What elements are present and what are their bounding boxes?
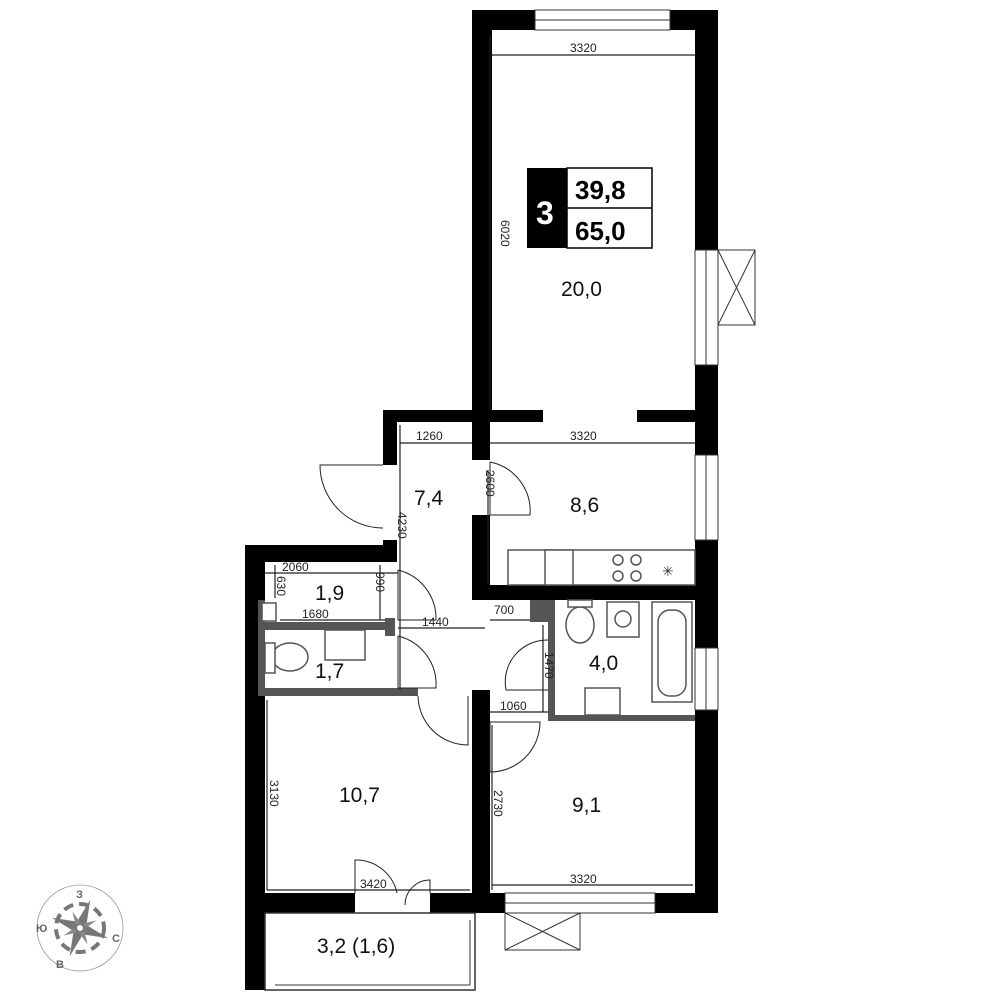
windows — [264, 9, 756, 991]
room-area-bedroom-right: 9,1 — [572, 794, 601, 817]
room-area-kitchen: 8,6 — [570, 494, 599, 517]
dim-corridor: 1440 — [422, 615, 449, 629]
dim-bath-entry: 700 — [494, 603, 514, 617]
dim-hall-width: 1260 — [416, 429, 443, 443]
apartment-badge: 3 39,8 65,0 — [527, 167, 653, 249]
room-count: 3 — [536, 195, 554, 231]
room-area-storage: 1,9 — [315, 582, 344, 605]
compass-east: В — [56, 959, 64, 971]
dimension-lines — [265, 35, 695, 891]
dimension-labels: 3320 6020 3320 2600 1260 4230 2060 630 1… — [267, 41, 597, 891]
partitions — [258, 600, 695, 721]
room-area-wc: 1,7 — [315, 660, 344, 683]
dim-kitchen-length: 2600 — [483, 470, 497, 497]
room-area-bedroom-left: 10,7 — [339, 784, 380, 807]
dim-storage-width: 2060 — [282, 560, 309, 574]
dim-bedroom-right-length: 2730 — [491, 790, 505, 817]
dim-living-length: 6020 — [498, 220, 512, 247]
compass-south: Ю — [36, 923, 47, 935]
dim-living-width: 3320 — [570, 41, 597, 55]
room-area-balcony: 3,2 (1,6) — [317, 935, 395, 958]
fixtures: ✳ — [261, 549, 696, 716]
compass-west: З — [76, 889, 83, 901]
compass-icon: З Ю С В — [36, 884, 124, 972]
dim-hall-length: 4230 — [395, 512, 409, 539]
room-area-hallway: 7,4 — [414, 487, 444, 510]
dim-bath-length: 1470 — [542, 652, 556, 679]
dim-kitchen-width: 3320 — [570, 429, 597, 443]
room-areas: 20,0 8,6 7,4 1,9 1,7 4,0 10,7 9,1 3,2 (1… — [315, 278, 618, 958]
compass-north: С — [112, 933, 120, 945]
dim-storage-height: 990 — [373, 572, 387, 592]
exterior-walls — [245, 10, 718, 990]
dim-bedroom-left-length: 3130 — [267, 780, 281, 807]
dim-storage-depth: 630 — [274, 576, 288, 596]
dim-bedroom-left-width: 3420 — [360, 877, 387, 891]
dim-storage-inner: 1680 — [302, 607, 329, 621]
svg-text:✳: ✳ — [662, 563, 674, 579]
living-area: 39,8 — [575, 175, 626, 205]
dim-bath-width: 1060 — [500, 699, 527, 713]
doors — [319, 461, 549, 906]
total-area: 65,0 — [575, 216, 626, 246]
dim-bedroom-right-width: 3320 — [570, 872, 597, 886]
room-area-living: 20,0 — [561, 278, 602, 301]
room-area-bathroom: 4,0 — [589, 652, 618, 675]
